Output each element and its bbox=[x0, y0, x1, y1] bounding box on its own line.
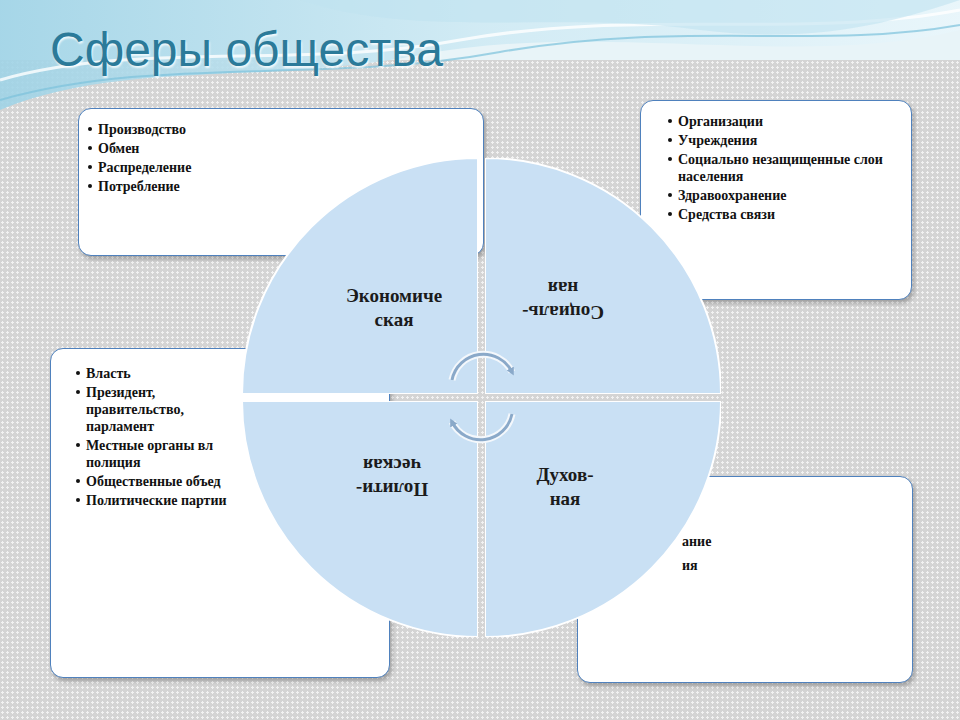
bullet-dot bbox=[76, 371, 80, 375]
item-text: Учреждения bbox=[678, 133, 757, 148]
sphere-label: Экономиче ская bbox=[346, 284, 442, 332]
item-text: Обмен bbox=[98, 141, 139, 156]
item-text: Президент, правительство, парламент bbox=[86, 385, 184, 434]
quadrant-shape bbox=[485, 401, 721, 637]
item-text: Организации bbox=[678, 114, 763, 129]
bullet-dot bbox=[668, 212, 672, 216]
sphere-label: Полити- ческая bbox=[356, 453, 428, 501]
list-item: Учреждения bbox=[667, 132, 899, 149]
item-list: ПроизводствоОбменРаспределениеПотреблени… bbox=[87, 121, 387, 197]
quadrant-fill bbox=[242, 158, 478, 394]
bullet-dot bbox=[76, 479, 80, 483]
list-item: Производство bbox=[87, 121, 387, 138]
item-text: Власть bbox=[86, 366, 131, 381]
item-list: ОрганизацииУчрежденияСоциально незащищен… bbox=[667, 113, 899, 225]
bullet-dot bbox=[88, 127, 92, 131]
item-list: ВластьПрезидент, правительство, парламен… bbox=[75, 365, 243, 511]
bullet-dot bbox=[88, 146, 92, 150]
list-item: Президент, правительство, парламент bbox=[75, 384, 243, 435]
circle-quadrant: Экономиче ская bbox=[242, 158, 478, 394]
item-list: ание ия bbox=[682, 533, 882, 581]
bullet-dot bbox=[76, 390, 80, 394]
item-text: ия bbox=[682, 558, 698, 573]
circle-quadrant: Социаль- ная bbox=[485, 158, 721, 394]
item-text: Распределение bbox=[98, 160, 191, 175]
item-text: Производство bbox=[98, 122, 186, 137]
sphere-label: Социаль- ная bbox=[522, 276, 604, 324]
list-item: Организации bbox=[667, 113, 899, 130]
item-text: Общественные объед bbox=[86, 474, 221, 489]
quadrant-shape bbox=[485, 158, 721, 394]
item-text: Политические партии bbox=[86, 493, 227, 508]
list-item: Обмен bbox=[87, 140, 387, 157]
item-text: Социально незащищенные слои населения bbox=[678, 152, 883, 184]
list-item: Местные органы вл полиция bbox=[75, 437, 243, 471]
list-item: ия bbox=[682, 557, 882, 574]
bullet-dot bbox=[76, 498, 80, 502]
quadrant-fill bbox=[485, 158, 721, 394]
bullet-dot bbox=[88, 184, 92, 188]
bullet-dot bbox=[668, 138, 672, 142]
bullet-dot bbox=[668, 193, 672, 197]
slide-title: Сферы общества bbox=[50, 22, 443, 77]
quadrant-fill bbox=[242, 401, 478, 637]
item-text: Местные органы вл полиция bbox=[86, 438, 213, 470]
item-text: ание bbox=[682, 534, 711, 549]
item-text: Здравоохранение bbox=[678, 188, 786, 203]
item-text: Потребление bbox=[98, 179, 180, 194]
list-item: Распределение bbox=[87, 159, 387, 176]
bullet-dot bbox=[668, 119, 672, 123]
quadrant-fill bbox=[485, 401, 721, 637]
circle-quadrant: Полити- ческая bbox=[242, 401, 478, 637]
list-item: Средства связи bbox=[667, 206, 899, 223]
bullet-dot bbox=[668, 157, 672, 161]
list-item: ание bbox=[682, 533, 882, 550]
quadrant-shape bbox=[242, 401, 478, 637]
list-item: Политические партии bbox=[75, 492, 243, 509]
list-item: Общественные объед bbox=[75, 473, 243, 490]
list-item: Здравоохранение bbox=[667, 187, 899, 204]
sphere-label: Духов- ная bbox=[537, 463, 594, 511]
list-item: Потребление bbox=[87, 178, 387, 195]
circle-quadrant: Духов- ная bbox=[485, 401, 721, 637]
bullet-dot bbox=[88, 165, 92, 169]
quadrant-shape bbox=[242, 158, 478, 394]
bullet-dot bbox=[76, 443, 80, 447]
item-text: Средства связи bbox=[678, 207, 775, 222]
list-item: Социально незащищенные слои населения bbox=[667, 151, 899, 185]
list-item: Власть bbox=[75, 365, 243, 382]
